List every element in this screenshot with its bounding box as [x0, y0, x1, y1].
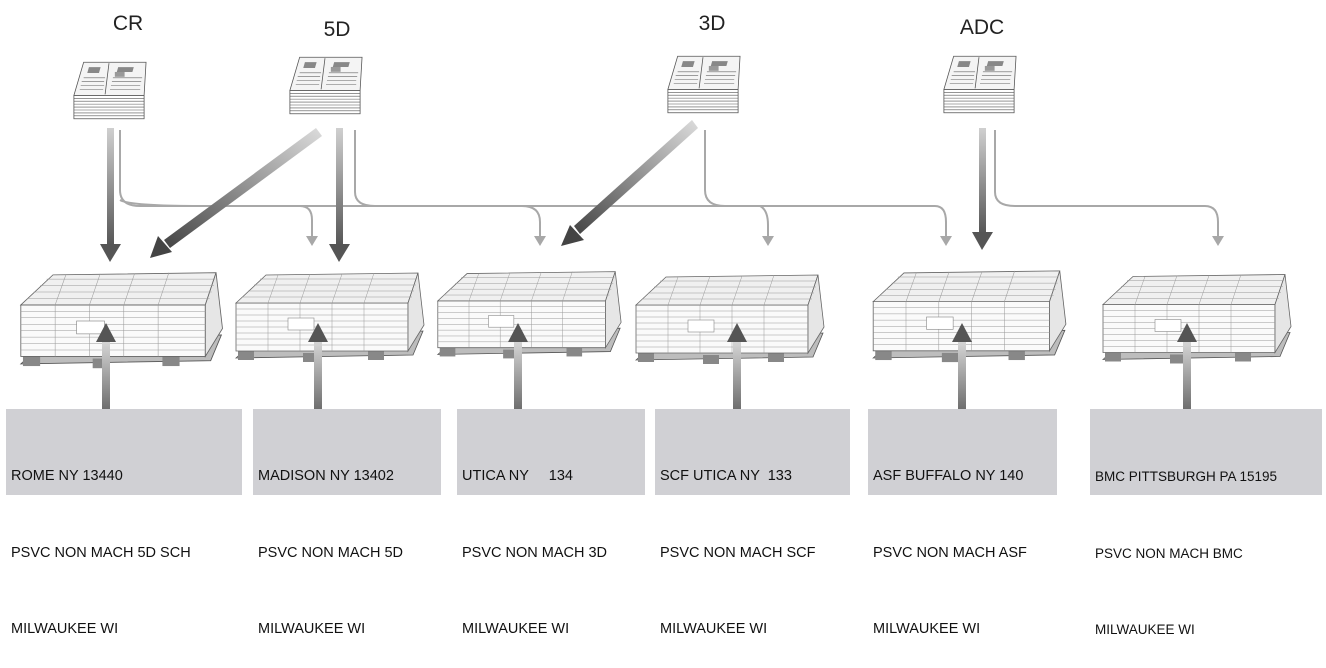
- label-line-content: PSVC NON MACH ASF: [873, 544, 1027, 561]
- label-line-destination: UTICA NY 134: [462, 468, 573, 484]
- pallet-icon-1: [20, 272, 224, 369]
- label-line-destination: ROME NY 13440: [11, 468, 123, 484]
- label-line-origin: MILWAUKEE WI: [660, 621, 768, 637]
- label-line-origin: MILWAUKEE WI: [462, 621, 570, 637]
- newspaper-bundle-icon-5d: [289, 56, 363, 115]
- pallet-label-asf-buffalo: ASF BUFFALO NY 140 PSVC NON MACH ASF MIL…: [868, 409, 1057, 637]
- label-line-content: PSVC NON MACH SCF: [660, 544, 816, 561]
- label-line-origin: MILWAUKEE WI: [258, 621, 366, 637]
- label-line-content: PSVC NON MACH 5D: [258, 544, 404, 561]
- mail-sort-diagram: [20, 55, 1292, 412]
- label-line-destination: ASF BUFFALO NY 140: [873, 468, 1024, 484]
- label-line-content: PSVC NON MACH BMC: [1095, 545, 1243, 561]
- label-line-destination: BMC PITTSBURGH PA 15195: [1095, 469, 1278, 484]
- pallet-icon-6: [1102, 273, 1292, 365]
- label-line-destination: MADISON NY 13402: [258, 468, 394, 484]
- label-line-origin: MILWAUKEE WI: [11, 621, 119, 637]
- pallet-icon-5: [872, 270, 1067, 363]
- pallet-label-scf-utica: SCF UTICA NY 133 PSVC NON MACH SCF MILWA…: [655, 409, 850, 637]
- label-line-origin: MILWAUKEE WI: [873, 621, 981, 637]
- newspaper-bundle-icon-3d: [667, 55, 741, 114]
- group-label-5d: 5D: [323, 18, 351, 41]
- group-label-cr: CR: [112, 12, 144, 35]
- pallet-label-bmc-pittsburgh: BMC PITTSBURGH PA 15195 PSVC NON MACH BM…: [1090, 409, 1322, 637]
- group-label-3d: 3D: [698, 12, 726, 35]
- pallet-icon-2: [235, 272, 425, 363]
- group-label-adc: ADC: [959, 16, 1005, 39]
- label-line-destination: SCF UTICA NY 133: [660, 468, 792, 484]
- label-line-origin: MILWAUKEE WI: [1095, 622, 1195, 637]
- pallet-icon-4: [635, 274, 825, 365]
- newspaper-bundle-icon-cr: [73, 61, 147, 120]
- pallet-label-utica: UTICA NY 134 PSVC NON MACH 3D MILWAUKEE …: [457, 409, 645, 637]
- pallet-label-madison: MADISON NY 13402 PSVC NON MACH 5D MILWAU…: [253, 409, 441, 637]
- newspaper-bundle-icon-adc: [943, 55, 1017, 114]
- down-arrows: [100, 128, 993, 262]
- diagonal-arrows: [150, 120, 698, 258]
- label-line-content: PSVC NON MACH 3D: [462, 544, 608, 561]
- pallet-label-rome: ROME NY 13440 PSVC NON MACH 5D SCH MILWA…: [6, 409, 242, 637]
- up-arrows: [96, 323, 1197, 412]
- routing-lines: [119, 130, 1219, 238]
- routing-arrowheads: [306, 236, 1224, 246]
- pallet-icon-3: [437, 271, 622, 359]
- label-line-content: PSVC NON MACH 5D SCH: [11, 544, 191, 561]
